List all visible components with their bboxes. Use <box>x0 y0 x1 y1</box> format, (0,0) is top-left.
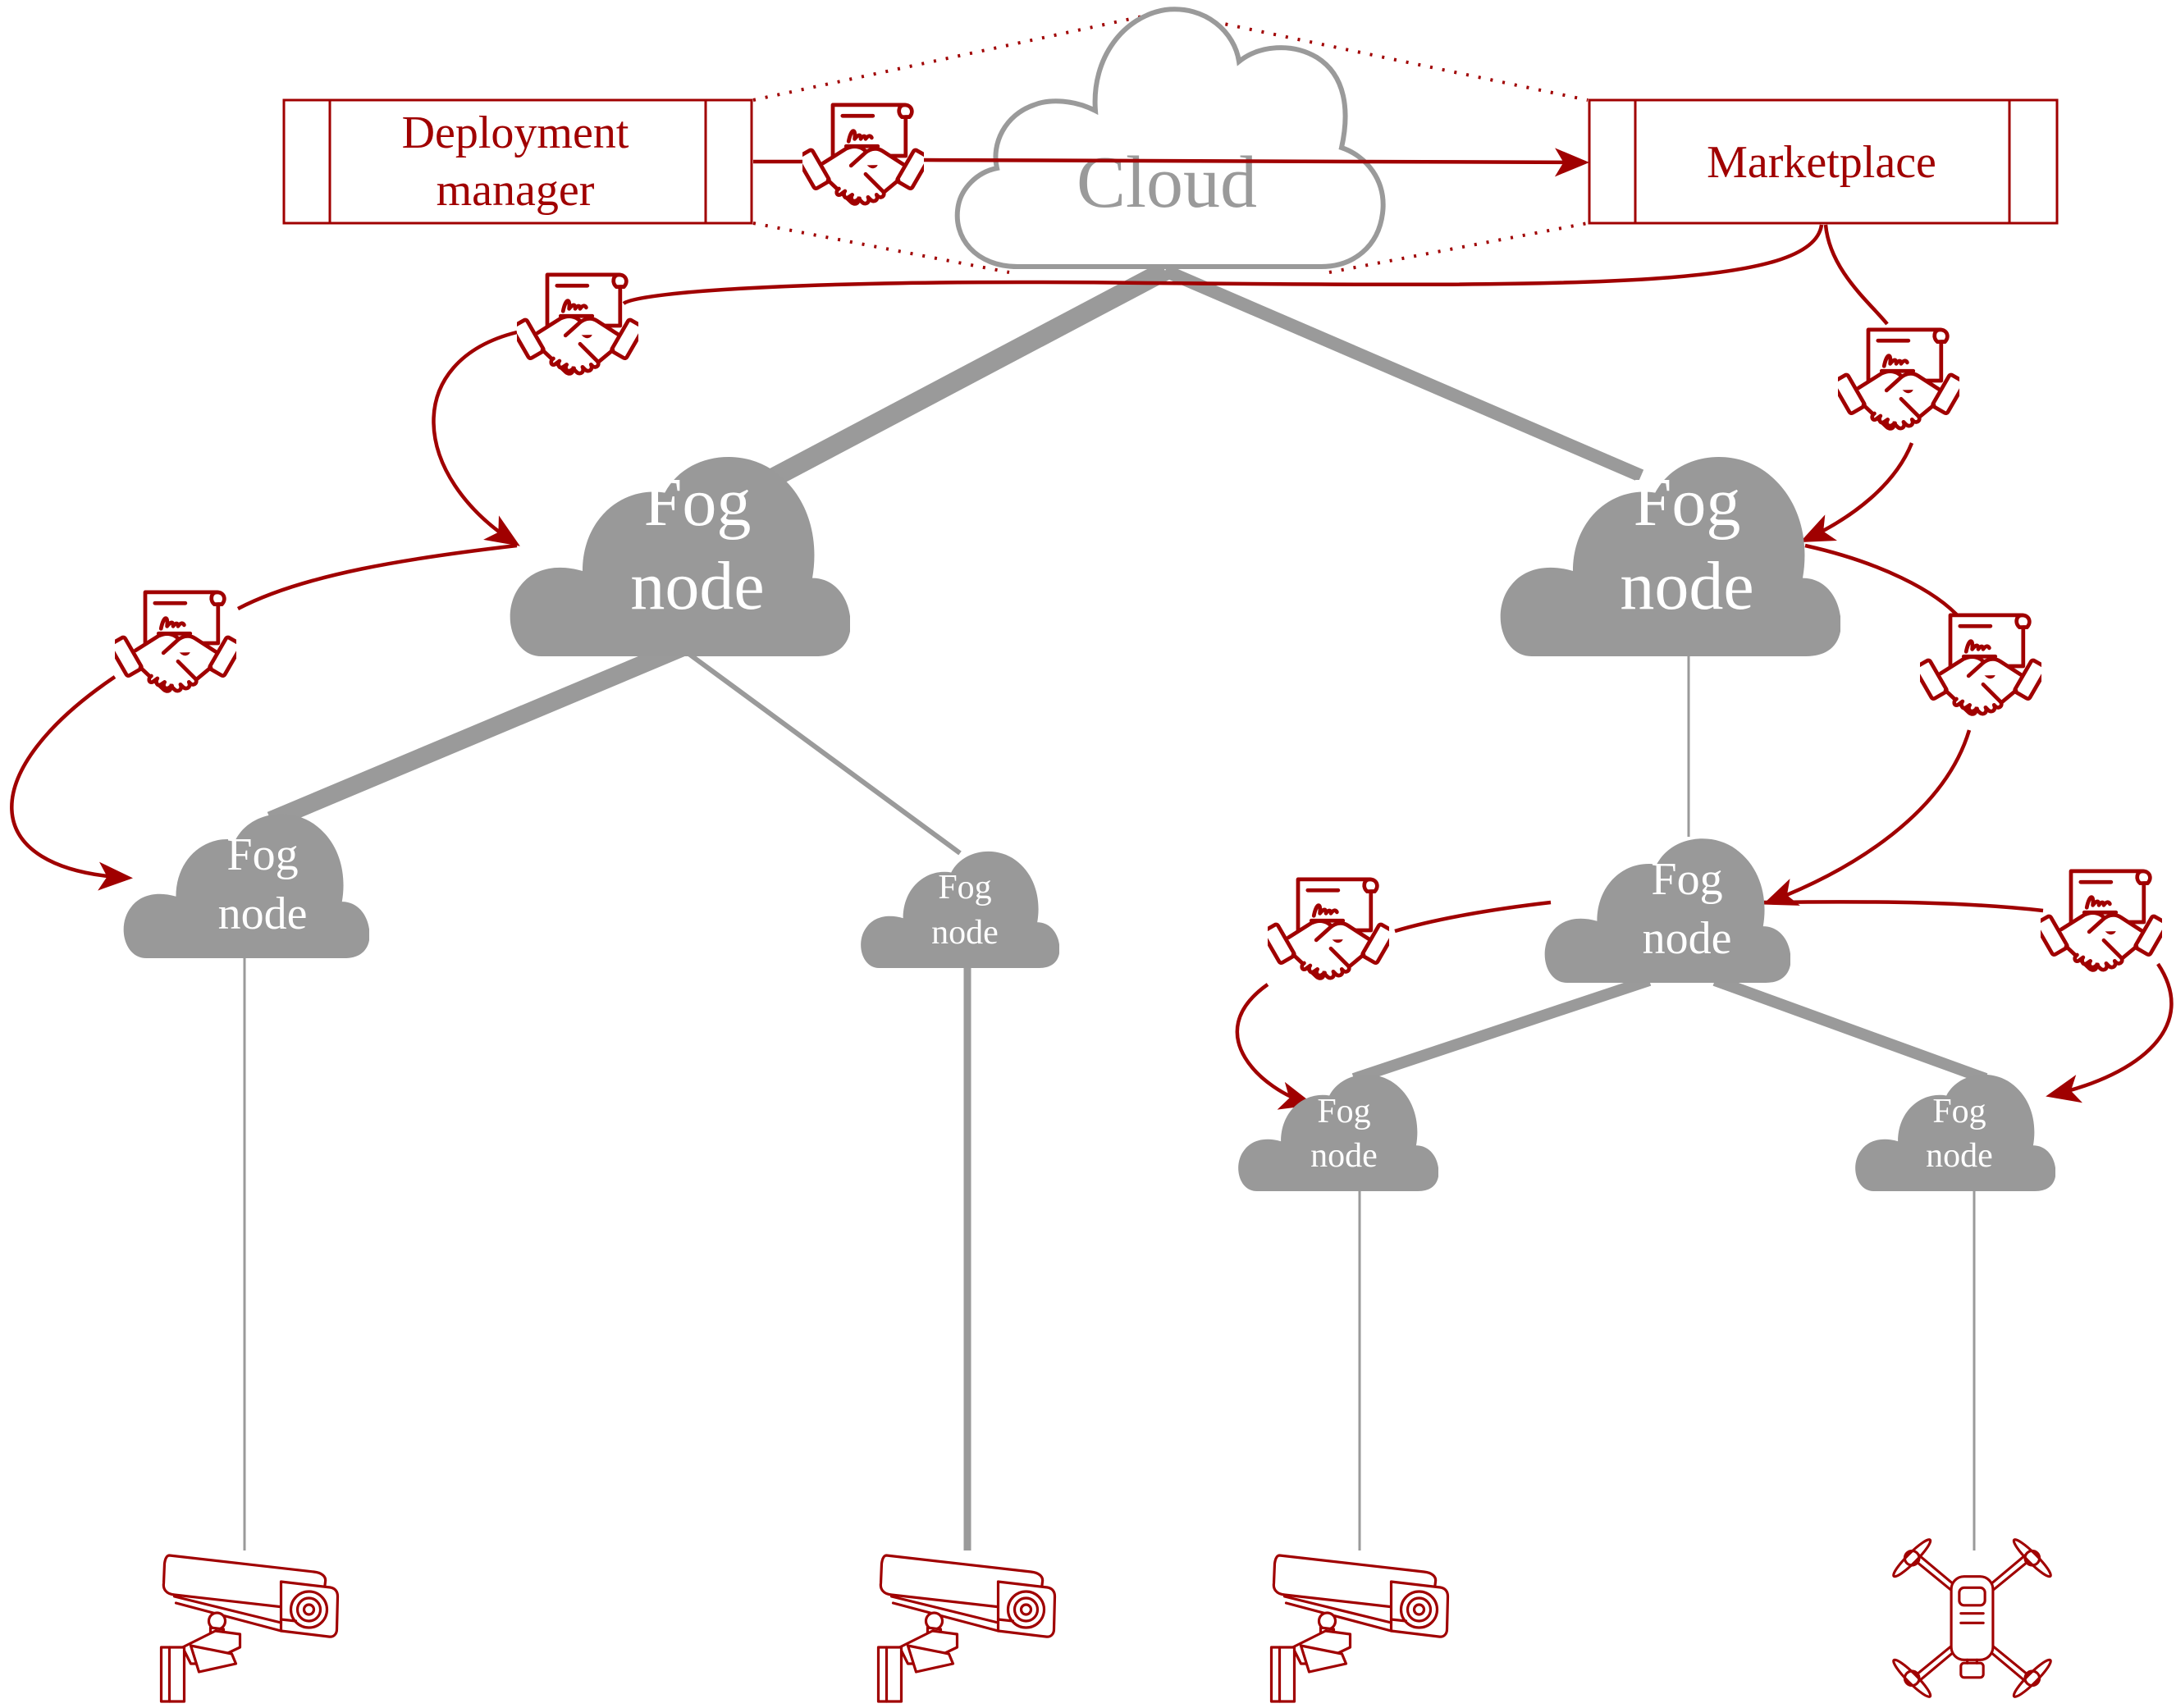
link-cloud-fog-left <box>725 262 1170 509</box>
fog-node-label-line2: node <box>1643 913 1732 964</box>
fog-node-label-line1: Fog <box>226 829 298 880</box>
fog-node-d[interactable]: Fog node <box>861 851 1059 968</box>
camera-icon[interactable] <box>1269 1554 1450 1703</box>
deployment-manager-box[interactable]: Deployment manager <box>282 98 753 225</box>
link-fogA-fogD <box>679 646 962 856</box>
fog-node-label-line1: Fog <box>1651 854 1722 905</box>
fog-node-label-line1: Fog <box>938 869 991 907</box>
fog-node-label-line2: node <box>218 888 308 939</box>
fog-node-label-line2: node <box>1310 1137 1378 1175</box>
deployment-manager-label-line1: Deployment <box>402 107 629 158</box>
arrow-fogE-to-fogG <box>1763 900 2174 1095</box>
fog-node-label-line1: Fog <box>1932 1093 1986 1130</box>
link-fogE-fogF <box>1351 975 1652 1085</box>
arrow-marketplace-to-fogA <box>432 224 1824 543</box>
fog-node-e[interactable]: Fog node <box>1544 838 1791 983</box>
fog-node-f[interactable]: Fog node <box>1238 1074 1438 1191</box>
arrow-deployment-to-marketplace <box>753 160 1584 162</box>
dotted-connectors <box>752 10 1589 274</box>
arrow-fogA-to-fogC <box>10 543 518 878</box>
handshake-contract-icon <box>2035 871 2168 970</box>
cloud-shape <box>954 7 1386 269</box>
contract-flows <box>10 160 2174 1103</box>
arrow-fogE-to-fogF <box>1235 900 1552 1103</box>
handshake-contract-icon <box>797 105 930 204</box>
camera-icon[interactable] <box>876 1554 1057 1703</box>
fog-node-label-line2: node <box>1926 1137 1993 1175</box>
link-fogE-fogG <box>1712 975 1988 1085</box>
fog-node-c[interactable]: Fog node <box>123 814 370 958</box>
fog-node-a[interactable]: Fog node <box>510 456 851 656</box>
link-cloud-fog-right <box>1162 264 1644 482</box>
cloud-label: Cloud <box>1077 142 1257 223</box>
handshake-contract-icon <box>1832 330 1965 429</box>
deployment-manager-label-line2: manager <box>437 165 595 216</box>
marketplace-label: Marketplace <box>1707 137 1936 188</box>
network-links <box>243 262 1988 1550</box>
devices <box>159 1535 2055 1703</box>
cloud: Cloud <box>954 7 1386 269</box>
drone-icon[interactable] <box>1889 1535 2055 1701</box>
fog-node-label-line2: node <box>1620 548 1753 624</box>
fog-node-label-line1: Fog <box>1634 464 1741 541</box>
fog-node-label-line1: Fog <box>1317 1093 1370 1130</box>
handshake-contract-icon <box>511 275 644 374</box>
camera-icon[interactable] <box>159 1554 340 1703</box>
fog-node-label-line2: node <box>630 548 764 624</box>
fog-node-b[interactable]: Fog node <box>1500 456 1841 656</box>
marketplace-box[interactable]: Marketplace <box>1588 98 2059 225</box>
arrow-marketplace-to-fogB <box>1805 224 1914 540</box>
fog-node-g[interactable]: Fog node <box>1855 1074 2055 1191</box>
link-fogA-fogC <box>267 639 685 829</box>
fog-node-label-line1: Fog <box>644 464 752 541</box>
handshake-contract-icon <box>1914 615 2047 715</box>
arrow-fogB-to-fogE <box>1768 543 1972 902</box>
handshake-contract-icon <box>109 592 242 692</box>
fog-node-label-line2: node <box>931 914 999 952</box>
handshake-contract-icon <box>1262 879 1395 979</box>
